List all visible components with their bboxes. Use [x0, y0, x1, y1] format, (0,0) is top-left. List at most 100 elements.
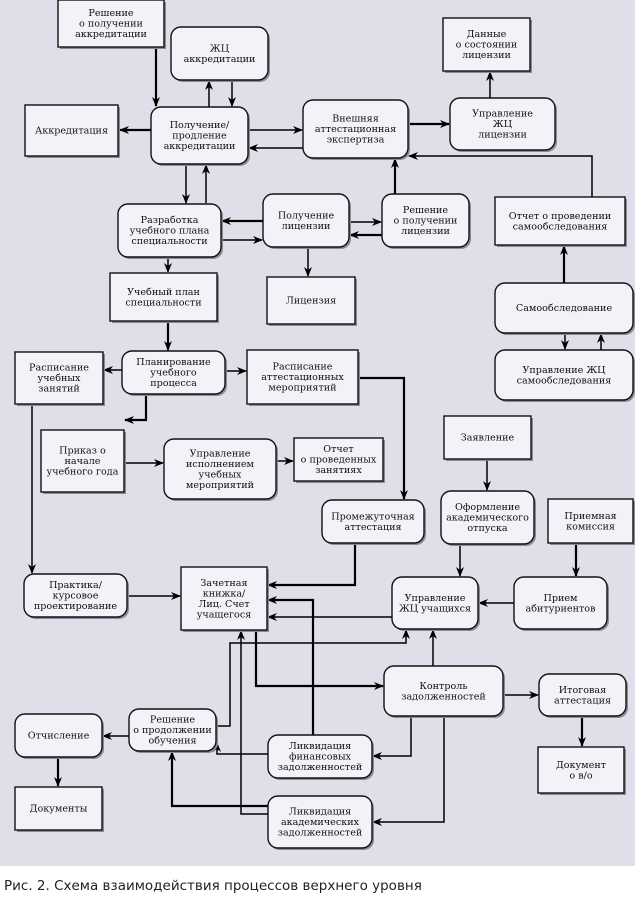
node-label-line: Внешняя — [332, 114, 379, 125]
node-label-line: учебных — [38, 373, 81, 384]
edge-kontrol-to-likv_akad — [372, 716, 445, 826]
node-label-line: Разработка — [141, 215, 199, 226]
edge-planirovanie-to-prikaz — [124, 394, 148, 424]
node-label-line: Аккредитация — [35, 126, 108, 137]
node-label-line: лицензии — [282, 221, 331, 232]
edges-layer — [28, 47, 605, 826]
node-label-line: экспертиза — [327, 135, 385, 146]
node-label-line: самообследования — [513, 221, 608, 232]
node-label-line: Расписание — [273, 362, 333, 373]
node-label-line: учебных — [199, 469, 242, 480]
document-box — [14, 786, 103, 831]
document-box — [246, 349, 359, 405]
node-label-line: комиссия — [566, 521, 615, 532]
node-label-line: о получении — [79, 19, 143, 30]
edge-likv_fin-to-reshenie_prod — [213, 742, 268, 755]
node-label-line: Приказ о — [59, 446, 106, 457]
node-label-line: книжка/ — [203, 588, 246, 599]
process-box — [449, 97, 556, 151]
document-box — [24, 104, 119, 157]
process-box — [163, 438, 277, 500]
node-label-line: Решение — [150, 715, 196, 726]
process-box — [494, 282, 634, 334]
node-akkreditaciya: Аккредитация — [24, 104, 120, 158]
process-box — [117, 203, 222, 258]
node-label-line: учебного плана — [130, 226, 210, 237]
process-box — [440, 490, 535, 545]
node-label-line: Зачетная — [200, 578, 247, 589]
edge-likv_akad-to-zachetka — [237, 630, 268, 815]
node-label-line: Промежуточная — [331, 511, 415, 522]
node-label-line: Документ — [556, 760, 606, 771]
document-box — [443, 415, 532, 460]
node-label-line: продление — [172, 131, 227, 142]
node-label-line: занятий — [38, 384, 80, 395]
node-label-line: Практика/ — [49, 580, 103, 591]
edge-reshenie_prod-to-upr_zhc_uch — [216, 629, 410, 727]
node-label-line: Заявление — [461, 433, 515, 444]
document-box — [494, 196, 626, 246]
process-box — [170, 26, 269, 81]
process-box — [494, 349, 634, 401]
node-label-line: о проведенных — [301, 455, 377, 466]
node-label-line: о состоянии — [456, 40, 518, 51]
node-label-line: Лиц. Счет — [198, 599, 249, 610]
document-box — [109, 272, 218, 322]
node-dokumenty: Документы — [14, 786, 104, 832]
process-box — [302, 99, 409, 159]
node-label-line: учебного года — [47, 467, 119, 478]
node-label-line: Управление — [190, 448, 251, 459]
process-box — [538, 673, 627, 717]
node-label-line: Ликвидация — [289, 741, 351, 752]
document-box — [57, 0, 165, 48]
node-label-line: начале — [65, 456, 101, 467]
node-label-line: академического — [446, 513, 529, 524]
edge-zachetka-to-kontrol — [254, 630, 384, 690]
node-label-line: аттестационных — [261, 372, 344, 383]
node-label-line: Данные — [467, 29, 507, 40]
node-label-line: обучения — [148, 736, 196, 747]
node-label-line: аккредитации — [164, 141, 236, 152]
node-label-line: специальности — [131, 236, 207, 247]
node-label-line: ЖЦ учащихся — [399, 603, 471, 614]
process-box — [121, 350, 226, 395]
node-label-line: Контроль — [419, 681, 467, 692]
node-label-line: Лицензия — [286, 296, 336, 307]
edge-otchet_samoobsl-to-vneshnyaya — [408, 152, 593, 197]
node-samoobsl: Самообследование — [494, 282, 635, 335]
node-zayavlenie: Заявление — [443, 415, 533, 461]
node-label-line: аттестационная — [315, 124, 396, 135]
node-label-line: Планирование — [136, 357, 211, 368]
node-label-line: о продолжении — [133, 725, 212, 736]
document-box — [293, 437, 384, 482]
node-label-line: Самообследование — [516, 303, 613, 314]
node-label-line: учащегося — [197, 609, 252, 620]
node-label-line: Оформление — [455, 502, 520, 513]
node-label-line: аттестация — [344, 522, 401, 533]
node-label-line: Документы — [30, 804, 88, 815]
node-label-line: Ликвидация — [289, 807, 351, 818]
process-box — [262, 193, 350, 248]
node-label-line: аттестация — [554, 695, 611, 706]
node-label-line: Расписание — [29, 363, 89, 374]
node-label-line: лицензии — [462, 50, 511, 61]
node-label-line: аккредитации — [75, 29, 147, 40]
